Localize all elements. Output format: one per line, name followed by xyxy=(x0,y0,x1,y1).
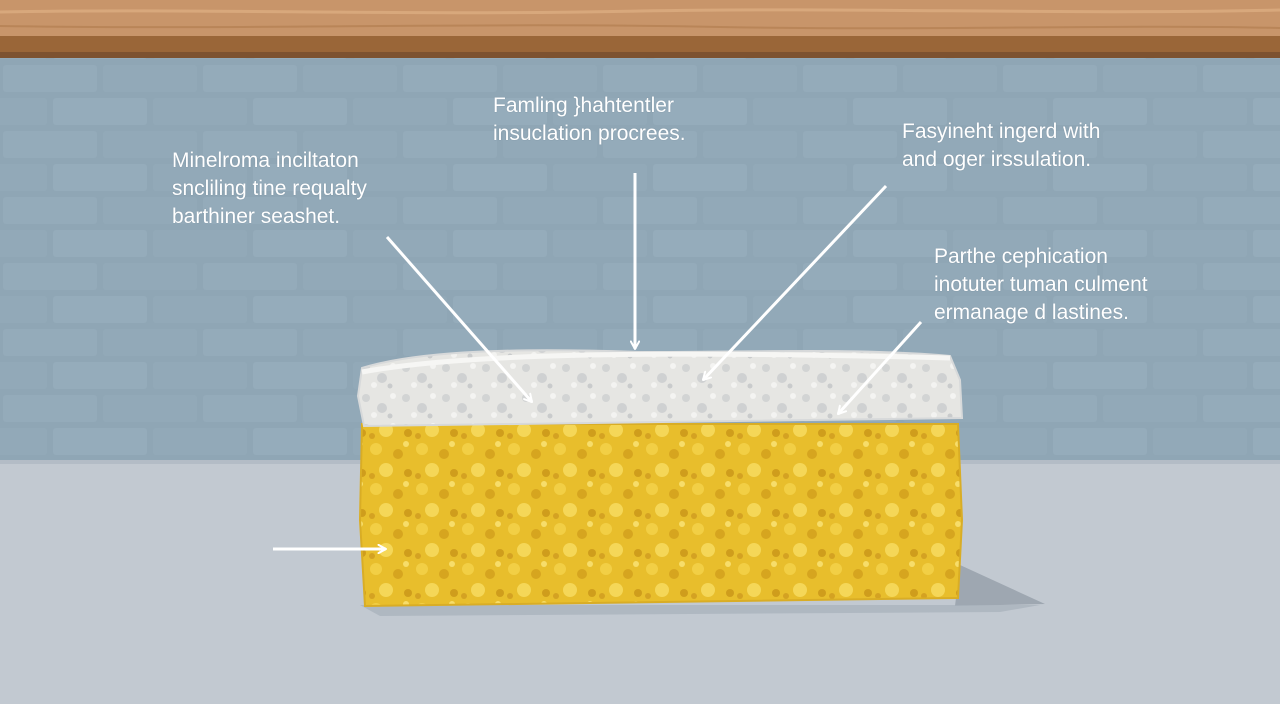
arrows xyxy=(273,173,923,549)
label-line: Minelroma inciltaton xyxy=(172,149,359,172)
label-line: Parthe cephication xyxy=(934,245,1108,268)
label-line: barthiner seashet. xyxy=(172,205,341,228)
label-line: inotuter tuman culment xyxy=(934,273,1148,296)
label-line: insuclation procrees. xyxy=(493,122,686,145)
insulation-block xyxy=(356,349,964,608)
label-line: Fasyineht ingerd with xyxy=(902,120,1101,143)
label-application: Parthe cephication inotuter tuman culmen… xyxy=(934,243,1148,327)
label-other-insulation: Fasyineht ingerd with and oger irssulati… xyxy=(902,118,1100,174)
label-insulation-process: Famling }hahtentler insuclation procrees… xyxy=(493,92,686,148)
label-mineral-insulation: Minelroma inciltaton sncliling tine requ… xyxy=(172,147,367,231)
label-line: sncliling tine requalty xyxy=(172,177,367,200)
core-layer xyxy=(358,423,964,608)
label-line: ermanage d lastines. xyxy=(934,301,1129,324)
arrow-1 xyxy=(385,236,534,402)
arrow-4 xyxy=(836,320,923,416)
arrow-3 xyxy=(701,184,888,382)
label-line: and oger irssulation. xyxy=(902,148,1092,171)
wood-beam xyxy=(0,0,1280,58)
label-line: Famling }hahtentler xyxy=(493,94,674,117)
block-shadow xyxy=(365,565,1045,606)
